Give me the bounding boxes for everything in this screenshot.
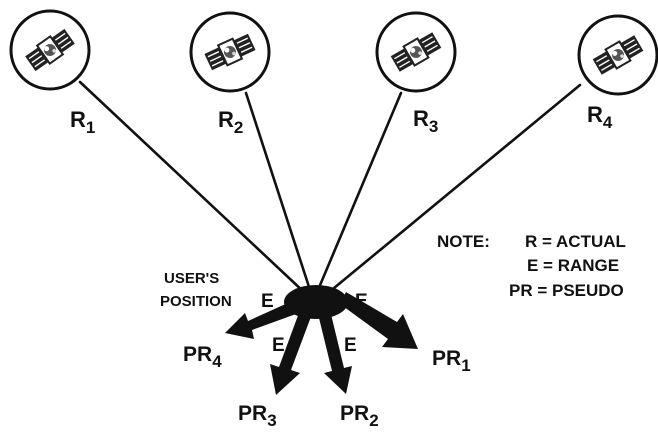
satellite-r3 xyxy=(375,11,457,93)
error-label-lower-right: E xyxy=(344,335,357,356)
range-line-r3 xyxy=(316,91,403,292)
arrow-pr2 xyxy=(318,310,352,394)
pseudorange-label-pr4: PR4 xyxy=(183,343,222,371)
error-label-lower-left: E xyxy=(272,335,285,356)
note-line-pr: PR = PSEUDO xyxy=(509,281,624,300)
arrow-pr1 xyxy=(340,292,418,349)
satellite-label-r2: R2 xyxy=(218,107,243,137)
note-line-e: E = RANGE xyxy=(527,256,619,275)
user-position-label-line2: POSITION xyxy=(160,293,232,310)
range-line-r4 xyxy=(326,83,582,295)
pseudorange-label-pr2: PR2 xyxy=(340,402,379,430)
range-line-r2 xyxy=(244,91,312,292)
satellite-r4 xyxy=(577,14,658,96)
note-block: NOTE: R = ACTUAL E = RANGE PR = PSEUDO xyxy=(437,232,626,300)
pseudorange-label-pr1: PR1 xyxy=(432,347,471,375)
error-label-right: E xyxy=(355,291,368,312)
pseudorange-arrows xyxy=(225,292,418,395)
error-label-left: E xyxy=(261,291,274,312)
satellite-r1 xyxy=(9,9,91,91)
user-position-marker xyxy=(284,285,348,319)
user-position-label-line1: USER'S xyxy=(164,270,219,287)
satellite-label-r1: R1 xyxy=(70,107,95,137)
note-line-r: R = ACTUAL xyxy=(525,232,626,251)
range-line-r1 xyxy=(78,80,307,295)
arrow-pr4 xyxy=(225,302,296,339)
note-title: NOTE: xyxy=(437,232,490,251)
range-lines xyxy=(78,80,582,295)
satellite-r2 xyxy=(189,11,271,93)
arrow-pr3 xyxy=(270,310,312,395)
satellite-label-r4: R4 xyxy=(587,102,613,132)
satellite-label-r3: R3 xyxy=(413,106,438,136)
pseudorange-label-pr3: PR3 xyxy=(238,402,277,430)
